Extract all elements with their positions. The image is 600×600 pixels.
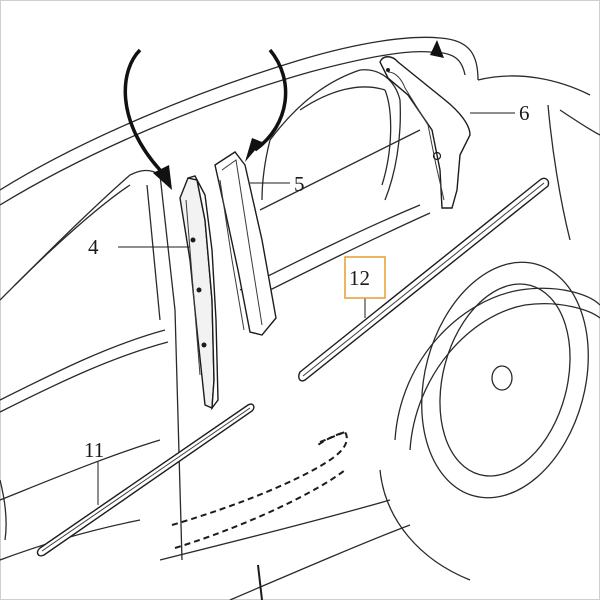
wheel-hub: [491, 365, 513, 391]
arrow-head-part-4: [153, 165, 172, 190]
leader-lines: [97, 112, 515, 505]
wheel-tire-outer: [421, 261, 589, 499]
rear-window-edge: [477, 75, 591, 96]
callout-5: 5: [294, 172, 305, 196]
callout-11: 11: [84, 438, 104, 462]
callout-12: 12: [349, 266, 370, 290]
rear-door-window-front: [261, 139, 271, 201]
part-6-rear-pillar-trim: [379, 56, 471, 209]
wheel-rim: [439, 283, 571, 477]
car-body: [0, 36, 600, 600]
part-11-front-door-moulding: [36, 403, 255, 557]
b-pillar-inner: [146, 184, 161, 321]
front-door-rear-edge: [174, 309, 183, 561]
rear-panel-line: [559, 109, 600, 136]
rear-door-window-inner-rear: [381, 89, 392, 186]
part-4-b-pillar-trim: [179, 175, 219, 411]
sill-line: [159, 499, 391, 561]
roof-inner-line: [0, 51, 431, 206]
rear-door-mid-line: [259, 129, 421, 211]
front-window-inner: [14, 184, 131, 286]
part-12-rear-door-moulding: [298, 177, 550, 382]
wheel-arch-outer: [394, 287, 600, 441]
front-belt-line: [0, 329, 166, 401]
part-5-b-pillar-outer-trim: [214, 151, 277, 336]
sill-line-front: [0, 519, 141, 561]
rear-roof-edge: [439, 37, 479, 81]
front-window-lower: [0, 174, 131, 301]
sill-arrow-stub: [257, 564, 263, 600]
sill-lower: [229, 524, 411, 600]
front-door-lower-line: [0, 439, 161, 501]
callout-12-highlight-box: [344, 256, 386, 299]
front-edge-stub: [0, 479, 7, 541]
rear-door-window-rear: [384, 99, 401, 201]
arrow-head-part-5: [245, 138, 262, 162]
rear-pillar-line: [547, 104, 571, 241]
rear-door-window-top-corner: [359, 69, 401, 101]
rear-door-window-top: [269, 69, 361, 141]
arrow-to-part-5: [253, 48, 288, 152]
arrow-to-part-4: [123, 48, 162, 172]
arrow-head-part-6: [430, 40, 444, 58]
rear-lower-sill: [379, 469, 471, 581]
wheel-arch-inner: [409, 303, 600, 451]
callout-4: 4: [88, 235, 99, 259]
hidden-sill-trim-dashed-cap: [319, 431, 346, 443]
b-pillar-front-edge: [159, 174, 176, 311]
hidden-sill-trim-dashed: [171, 430, 348, 549]
rear-door-window-inner: [299, 86, 386, 111]
front-belt-line-2: [0, 341, 169, 413]
roof-line: [0, 36, 441, 191]
callout-6: 6: [519, 101, 530, 125]
rear-belt-line-2: [249, 212, 431, 301]
arrows: [123, 40, 444, 190]
